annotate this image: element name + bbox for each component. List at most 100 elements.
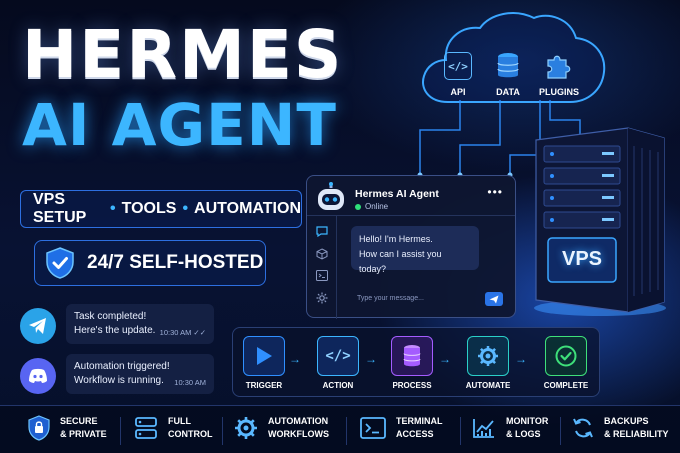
gear-icon (235, 417, 257, 439)
more-options-icon[interactable]: ••• (487, 185, 503, 199)
feature-line: TERMINAL (396, 416, 443, 426)
arrow-icon: → (365, 352, 377, 366)
code-icon: </> (444, 52, 472, 80)
tagline-item: AUTOMATION (194, 200, 301, 217)
gear-icon (478, 346, 498, 366)
cube-icon[interactable] (316, 248, 328, 260)
discord-notification[interactable]: Automation triggered! Workflow is runnin… (20, 354, 214, 394)
notification-body: Workflow is running. (74, 375, 164, 386)
message-line: How can I assist you today? (359, 249, 442, 274)
notification-time: 10:30 AM ✓✓ (159, 328, 206, 337)
chat-bubble-icon[interactable] (316, 226, 328, 237)
feature-line: MONITOR (506, 416, 549, 426)
feature-line: BACKUPS (604, 416, 649, 426)
workflow-label: COMPLETE (543, 381, 589, 390)
feature-automation: AUTOMATION WORKFLOWS (234, 415, 329, 441)
code-icon: </> (325, 348, 351, 364)
tagline-item: VPS SETUP (33, 191, 87, 226)
shield-check-icon (46, 247, 74, 279)
arrow-icon: → (515, 352, 527, 366)
feature-line: AUTOMATION (268, 416, 329, 426)
feature-monitor: MONITOR & LOGS (472, 415, 548, 441)
self-hosted-label: 24/7 SELF-HOSTED (87, 252, 264, 273)
sync-icon (573, 418, 593, 438)
gear-icon[interactable] (316, 292, 328, 304)
chat-sidebar (307, 216, 337, 319)
tagline-separator: • (182, 200, 189, 217)
notification-time: 10:30 AM (174, 378, 206, 387)
notification-card: Task completed! Here's the update. 10:30… (66, 304, 214, 344)
workflow-label: ACTION (322, 381, 354, 390)
notification-card: Automation triggered! Workflow is runnin… (66, 354, 214, 394)
notification-title: Automation triggered! (74, 361, 170, 372)
telegram-icon (20, 308, 56, 344)
cloud-services: </> API DATA PLUGINS (418, 10, 608, 106)
arrow-icon: → (289, 352, 301, 366)
feature-secure: SECURE & PRIVATE (28, 415, 107, 441)
workflow-pipeline: → </> → → → TRIGGER ACTION PROCESS AUTOM… (232, 327, 600, 397)
workflow-step-automate[interactable] (467, 336, 509, 376)
workflow-step-complete[interactable] (545, 336, 587, 376)
terminal-icon (360, 417, 386, 439)
feature-line: & LOGS (506, 429, 541, 439)
workflow-step-trigger[interactable] (243, 336, 285, 376)
headline-title: HERMES (22, 16, 344, 93)
robot-avatar-icon (318, 182, 344, 210)
self-hosted-badge: 24/7 SELF-HOSTED (34, 240, 266, 286)
vps-label: VPS (561, 248, 603, 270)
footer-divider (222, 417, 223, 445)
feature-terminal: TERMINAL ACCESS (360, 415, 443, 441)
footer-divider (560, 417, 561, 445)
send-icon (489, 295, 499, 303)
workflow-step-action[interactable]: </> (317, 336, 359, 376)
footer-divider (460, 417, 461, 445)
message-input[interactable]: Type your message... (357, 295, 424, 302)
workflow-label: TRIGGER (245, 381, 283, 390)
feature-control: FULL CONTROL (134, 415, 213, 441)
server-rack-icon (534, 127, 666, 316)
notification-title: Task completed! (74, 311, 147, 322)
footer-divider (346, 417, 347, 445)
agent-name: Hermes AI Agent (355, 188, 439, 200)
feature-tagline: VPS SETUP • TOOLS • AUTOMATION (20, 190, 302, 228)
cloud-label-plugins: PLUGINS (538, 87, 579, 97)
tagline-separator: • (110, 200, 116, 217)
feature-line: & RELIABILITY (604, 429, 669, 439)
terminal-icon[interactable] (316, 270, 328, 281)
feature-backups: BACKUPS & RELIABILITY (572, 415, 669, 441)
puzzle-icon (547, 55, 571, 79)
footer-divider (120, 417, 121, 445)
message-line: Hello! I'm Hermes. (359, 234, 433, 244)
feature-line: ACCESS (396, 429, 434, 439)
database-icon (497, 53, 519, 78)
feature-line: WORKFLOWS (268, 429, 329, 439)
feature-line: & PRIVATE (60, 429, 107, 439)
agent-message: Hello! I'm Hermes. How can I assist you … (351, 226, 479, 274)
discord-icon (20, 358, 56, 394)
play-icon (257, 347, 272, 365)
feature-line: SECURE (60, 416, 98, 426)
shield-lock-icon (28, 415, 50, 441)
feature-line: CONTROL (168, 429, 213, 439)
cloud-label-api: API (450, 87, 466, 97)
features-footer: SECURE & PRIVATE FULL CONTROL AUTOMATION WO… (0, 405, 680, 453)
workflow-label: AUTOMATE (465, 381, 511, 390)
vps-server: VPS (532, 126, 668, 316)
chat-header: Hermes AI Agent Online ••• (307, 176, 515, 216)
workflow-label: PROCESS (392, 381, 432, 390)
agent-status: Online (355, 202, 388, 211)
headline-subtitle: AI AGENT (22, 91, 337, 159)
database-icon (403, 345, 421, 367)
arrow-icon: → (439, 352, 451, 366)
workflow-step-process[interactable] (391, 336, 433, 376)
telegram-notification[interactable]: Task completed! Here's the update. 10:30… (20, 304, 214, 344)
send-button[interactable] (485, 292, 503, 306)
feature-line: FULL (168, 416, 191, 426)
server-icon (135, 417, 157, 439)
check-icon (555, 345, 577, 367)
chat-window: Hermes AI Agent Online ••• Hello! I'm He… (306, 175, 516, 319)
tagline-item: TOOLS (121, 200, 177, 217)
chart-icon (473, 419, 494, 438)
notification-body: Here's the update. (74, 325, 156, 336)
cloud-label-data: DATA (496, 87, 520, 97)
